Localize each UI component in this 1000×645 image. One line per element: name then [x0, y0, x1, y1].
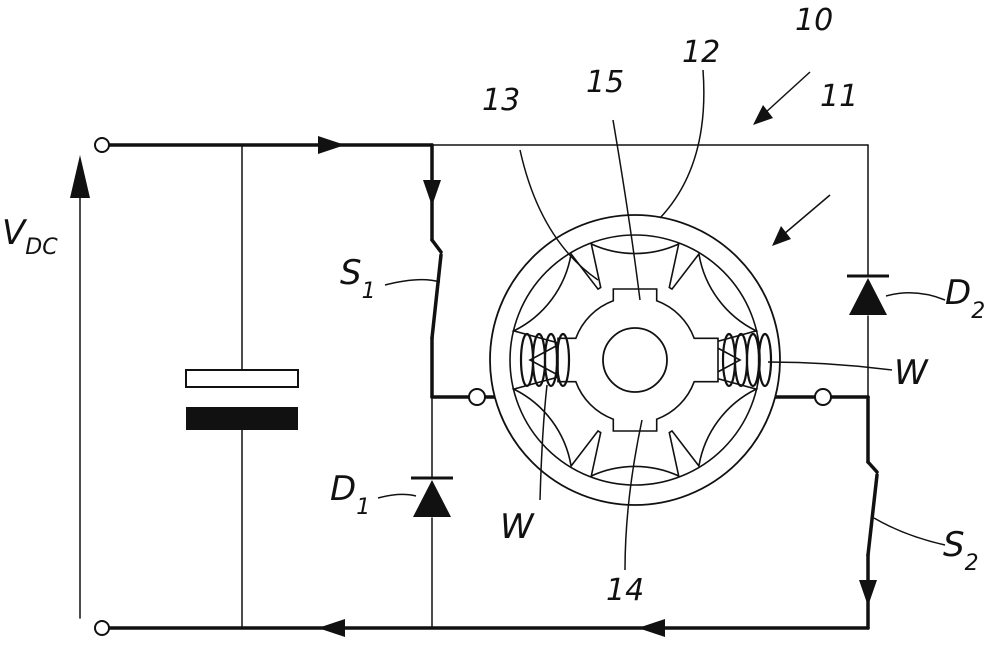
label-vdc-main: V — [2, 213, 28, 253]
rotor-shaft — [602, 327, 668, 393]
reference-arrow-10-shaft — [764, 71, 811, 114]
reference-arrow-10-head — [753, 105, 773, 125]
label-vdc: VDC — [2, 213, 58, 260]
label-s2: S2 — [943, 525, 979, 576]
leader-13 — [519, 149, 599, 281]
label-d1-sub: 1 — [356, 495, 370, 520]
switch-s1-blade — [430, 253, 443, 340]
label-d1: D1 — [330, 469, 370, 520]
switch-s2-contact — [866, 460, 879, 474]
capacitor — [185, 369, 299, 430]
diode-d2 — [847, 274, 889, 315]
current-arrow-bottom-right — [638, 619, 665, 637]
terminal-bottom — [94, 620, 110, 636]
motor — [489, 214, 781, 506]
label-w-left: W — [500, 507, 535, 547]
capacitor-plate-positive — [185, 369, 299, 388]
switch-s2-blade — [866, 473, 879, 557]
label-s1-main: S — [340, 253, 362, 293]
leader-15 — [612, 119, 641, 301]
ref-11: 11 — [820, 79, 858, 114]
label-w-right: W — [894, 353, 929, 393]
terminal-mid-right — [814, 388, 832, 406]
diode-d1 — [411, 476, 453, 517]
current-arrow-top — [318, 136, 345, 154]
vdc-arrow-head — [70, 155, 90, 198]
terminal-top — [94, 137, 110, 153]
switch-s1-contact — [430, 238, 443, 254]
switches — [430, 238, 879, 557]
current-arrow-s1 — [423, 180, 441, 206]
label-d2-main: D — [945, 273, 971, 313]
ref-15: 15 — [586, 65, 624, 100]
ref-14: 14 — [606, 573, 644, 608]
leader-d2 — [885, 292, 946, 301]
diode-d2-triangle — [849, 278, 887, 315]
arrows — [70, 105, 877, 637]
reference-arrow-11-head — [772, 226, 791, 246]
reference-arrow-11-shaft — [783, 194, 831, 235]
leader-s1 — [384, 278, 441, 286]
current-arrow-bottom-left — [318, 619, 345, 637]
leader-w-right — [767, 361, 893, 371]
winding-left — [519, 332, 571, 388]
label-s1: S1 — [340, 253, 376, 304]
capacitor-plate-negative — [186, 407, 298, 430]
leader-s2 — [873, 517, 946, 546]
ref-13: 13 — [482, 83, 520, 118]
winding-left-turn-4 — [555, 332, 571, 388]
label-s2-sub: 2 — [965, 551, 979, 576]
current-arrow-s2 — [859, 580, 877, 606]
label-d2: D2 — [945, 273, 985, 324]
ref-12: 12 — [682, 35, 720, 70]
terminals — [94, 137, 832, 636]
winding-right-turn-4 — [757, 332, 773, 388]
terminal-mid-left — [468, 388, 486, 406]
ref-10: 10 — [795, 3, 833, 38]
diode-d1-triangle — [413, 480, 451, 517]
leader-lines — [377, 69, 946, 571]
label-s2-main: S — [943, 525, 965, 565]
label-d2-sub: 2 — [971, 299, 985, 324]
leader-12 — [659, 69, 705, 219]
leader-14 — [624, 419, 643, 571]
leader-d1 — [377, 493, 417, 499]
leader-w-left — [539, 384, 548, 501]
label-s1-sub: 1 — [362, 279, 376, 304]
winding-right — [721, 332, 773, 388]
reference-arrow-shafts — [764, 71, 831, 235]
labels: VDC S1 D1 D2 S2 W W 10 11 12 13 15 14 — [2, 3, 985, 608]
label-d1-main: D — [330, 469, 356, 509]
label-vdc-sub: DC — [25, 235, 58, 260]
